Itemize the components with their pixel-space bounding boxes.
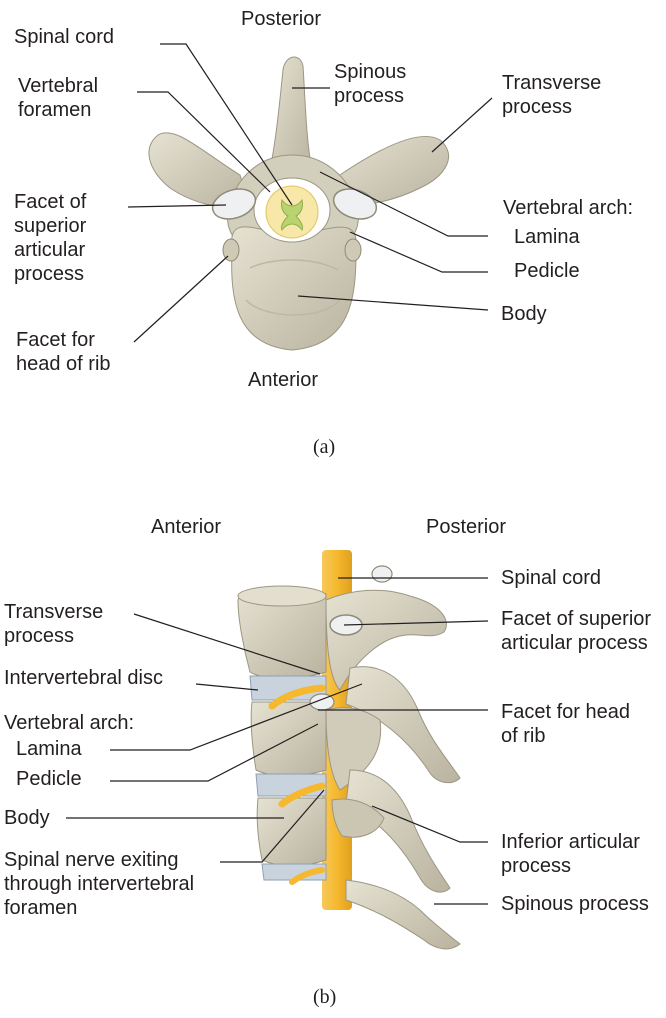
leader-pedicle-a bbox=[350, 232, 488, 272]
label-facet-rib-b: Facet for head of rib bbox=[501, 700, 630, 748]
caption-a: (a) bbox=[313, 436, 335, 459]
leader-facet-superior-a bbox=[128, 205, 226, 207]
label-transverse-process-a: Transverse process bbox=[502, 71, 601, 119]
label-spinal-nerve-b: Spinal nerve exiting through interverteb… bbox=[4, 848, 194, 920]
facet-rib-right-a bbox=[345, 239, 361, 261]
label-inferior-articular-b: Inferior articular process bbox=[501, 830, 640, 878]
vertebral-body-b-top-surface bbox=[238, 586, 326, 606]
label-body-a: Body bbox=[501, 302, 547, 326]
label-vertebral-arch-b: Vertebral arch: bbox=[4, 711, 134, 735]
orientation-posterior-b: Posterior bbox=[426, 515, 506, 539]
label-facet-superior-a: Facet of superior articular process bbox=[14, 190, 86, 286]
leader-intervertebral-disc-b bbox=[196, 684, 258, 690]
facet-superior-b-small bbox=[372, 566, 392, 582]
spinous-process-a bbox=[270, 57, 312, 170]
label-facet-rib-a: Facet for head of rib bbox=[16, 328, 111, 376]
vertebral-body-a bbox=[232, 227, 357, 350]
orientation-anterior-a: Anterior bbox=[248, 368, 318, 392]
label-facet-superior-b: Facet of superior articular process bbox=[501, 607, 651, 655]
label-vertebral-arch-a: Vertebral arch: bbox=[503, 196, 633, 220]
caption-b: (b) bbox=[313, 986, 336, 1009]
label-pedicle-a: Pedicle bbox=[514, 259, 580, 283]
label-spinal-cord-a: Spinal cord bbox=[14, 25, 114, 49]
label-vertebral-foramen-a: Vertebral foramen bbox=[18, 74, 98, 122]
label-transverse-process-b: Transverse process bbox=[4, 600, 103, 648]
label-lamina-a: Lamina bbox=[514, 225, 580, 249]
label-intervertebral-disc-b: Intervertebral disc bbox=[4, 666, 163, 690]
leader-facet-rib-a bbox=[134, 256, 228, 342]
label-body-b: Body bbox=[4, 806, 50, 830]
orientation-anterior-b: Anterior bbox=[151, 515, 221, 539]
label-spinous-process-b: Spinous process bbox=[501, 892, 649, 916]
label-pedicle-b: Pedicle bbox=[16, 767, 82, 791]
leader-transverse-process-a bbox=[432, 98, 492, 152]
label-spinal-cord-b: Spinal cord bbox=[501, 566, 601, 590]
orientation-posterior-a: Posterior bbox=[241, 7, 321, 31]
label-lamina-b: Lamina bbox=[16, 737, 82, 761]
vertebral-column-lateral-view bbox=[238, 550, 460, 949]
label-spinous-process-a: Spinous process bbox=[334, 60, 406, 108]
